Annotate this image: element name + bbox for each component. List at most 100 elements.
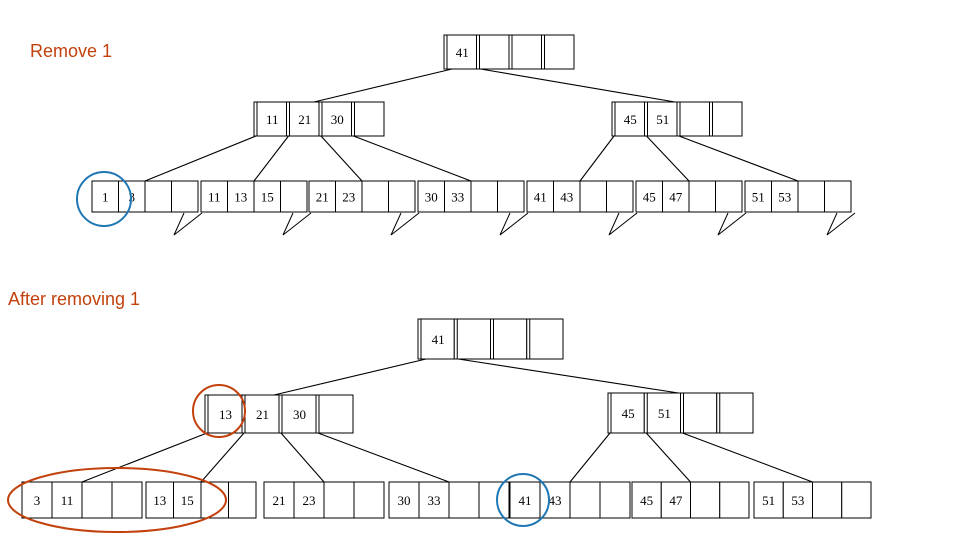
internal-node-slot xyxy=(286,101,320,137)
tree-edge xyxy=(313,68,453,103)
leaf-node-slot xyxy=(478,481,510,519)
leaf-node-slot xyxy=(824,180,852,213)
sibling-pointer xyxy=(717,212,747,236)
leaf-node-slot xyxy=(91,180,119,213)
tree-edge xyxy=(646,135,690,182)
leaf-node-key: 11 xyxy=(61,493,74,508)
tree-edge xyxy=(144,135,257,182)
leaf-node-slot xyxy=(509,481,541,519)
tree-edge xyxy=(480,68,676,103)
leaf-node-slot xyxy=(719,481,750,519)
leaf-node-slot xyxy=(470,180,498,213)
root-node: 41 xyxy=(417,318,564,360)
internal-node-key: 51 xyxy=(656,112,669,127)
internal-node-slot xyxy=(680,392,718,434)
internal-node-key: 30 xyxy=(331,112,344,127)
root-node: 41 xyxy=(443,34,575,70)
sibling-pointer xyxy=(826,212,856,236)
leaf-node-slot xyxy=(308,180,336,213)
leaf-node-key: 45 xyxy=(643,190,656,205)
leaf-node-slot xyxy=(662,180,690,213)
sibling-pointer xyxy=(173,212,203,236)
leaf-node-slot xyxy=(81,481,113,519)
leaf-node: 51 53 xyxy=(753,481,872,519)
leaf-node-slot xyxy=(361,180,389,213)
leaf-node-slot xyxy=(569,481,601,519)
leaf-node-slot xyxy=(323,481,355,519)
highlights xyxy=(7,171,550,533)
tree-edge xyxy=(200,432,245,483)
leaf-node-slot xyxy=(144,180,172,213)
highlight-circle-new-separator xyxy=(192,384,246,438)
internal-node-key: 30 xyxy=(293,407,306,422)
root-node-slot xyxy=(476,34,510,70)
leaf-node-slot xyxy=(635,180,663,213)
highlight-ellipse-merged-leaves xyxy=(7,467,227,533)
leaf-node-slot xyxy=(782,481,813,519)
tree-edge xyxy=(458,358,679,394)
internal-node-key: 21 xyxy=(298,112,311,127)
leaf-node-slot xyxy=(599,481,631,519)
leaf-node: 3 11 xyxy=(21,481,143,519)
leaf-node-slot xyxy=(497,180,525,213)
leaf-node-key: 15 xyxy=(181,493,194,508)
leaf-node-key: 13 xyxy=(234,190,247,205)
leaf-node-slot xyxy=(448,481,480,519)
internal-node-slot xyxy=(241,394,280,434)
root-node-slot xyxy=(541,34,575,70)
internal-node-key: 45 xyxy=(624,112,637,127)
leaf-node-slot xyxy=(553,180,581,213)
sibling-pointer xyxy=(608,212,638,236)
leaf-node-slot xyxy=(280,180,308,213)
leaf-node-slot xyxy=(200,481,229,519)
internal-node-key: 13 xyxy=(219,407,232,422)
internal-node: 11 21 30 xyxy=(253,101,385,137)
leaf-node-key: 41 xyxy=(534,190,547,205)
root-node-slot xyxy=(417,318,455,360)
leaf-node-key: 3 xyxy=(34,493,41,508)
leaf-node-slot xyxy=(51,481,83,519)
leaf-node-slot xyxy=(841,481,872,519)
leaf-node-slot xyxy=(263,481,295,519)
panel-title-after: After removing 1 xyxy=(8,289,140,309)
tree-edge xyxy=(81,432,208,483)
leaf-node-key: 51 xyxy=(762,493,775,508)
highlight-circle-leaf-41 xyxy=(496,473,550,527)
leaf-node-slot xyxy=(715,180,743,213)
internal-node-slot xyxy=(716,392,754,434)
leaf-node-slot xyxy=(444,180,472,213)
leaf-node-key: 23 xyxy=(342,190,355,205)
root-node-key: 41 xyxy=(432,332,445,347)
sibling-pointer xyxy=(282,212,312,236)
leaf-node-key: 30 xyxy=(398,493,411,508)
leaf-node-slot xyxy=(388,180,416,213)
tree-edge xyxy=(317,432,450,483)
tree-edge xyxy=(280,432,325,483)
root-node-slot xyxy=(526,318,564,360)
internal-node-slot xyxy=(318,101,352,137)
leaf-node-slot xyxy=(771,180,799,213)
leaf-node-slot xyxy=(688,180,716,213)
internal-node-slot xyxy=(278,394,317,434)
root-node-slot xyxy=(443,34,477,70)
leaf-node-slot xyxy=(173,481,202,519)
sibling-pointer xyxy=(499,212,529,236)
leaf-node-key: 53 xyxy=(791,493,804,508)
internal-node-key: 11 xyxy=(266,112,279,127)
leaf-node-key: 43 xyxy=(549,493,562,508)
root-node-key: 41 xyxy=(456,45,469,60)
internal-node-slot xyxy=(709,101,743,137)
internal-node-slot xyxy=(676,101,710,137)
tree-edge xyxy=(320,135,363,182)
